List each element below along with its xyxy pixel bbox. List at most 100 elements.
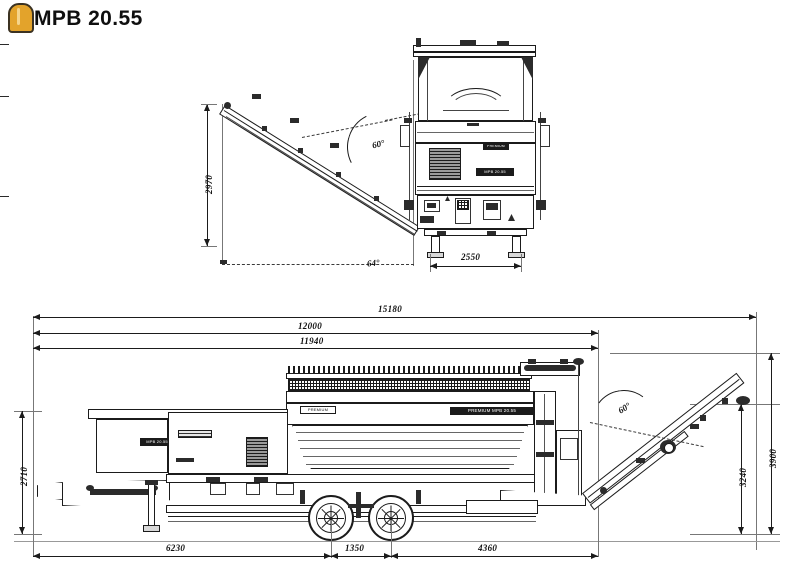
dim-2550-arrow-right bbox=[514, 263, 521, 269]
ext-line bbox=[690, 404, 780, 405]
mid-frame-panel bbox=[168, 412, 288, 474]
ext-line bbox=[33, 541, 34, 557]
body-seam bbox=[306, 464, 514, 465]
screen-deck-teeth bbox=[288, 366, 530, 373]
conveyor-roller bbox=[252, 94, 261, 99]
side-wing-right bbox=[540, 112, 541, 220]
ext-line bbox=[598, 330, 599, 546]
intake-roller bbox=[86, 485, 94, 491]
deck-marker bbox=[508, 214, 515, 221]
intake-conveyor-belt bbox=[90, 489, 156, 495]
ext-line bbox=[598, 541, 599, 557]
wing-foot bbox=[404, 200, 414, 210]
chassis-crossbeam bbox=[424, 229, 527, 236]
beam-bracket bbox=[487, 231, 496, 235]
body-seam bbox=[417, 186, 534, 187]
dim-4360-arrow-right bbox=[591, 553, 598, 559]
dim-3240-arrow-bottom bbox=[738, 527, 744, 534]
conveyor-roller bbox=[290, 118, 299, 123]
dim-12000-line bbox=[33, 333, 598, 334]
drum-bracket bbox=[560, 359, 568, 364]
hopper-edge bbox=[523, 57, 524, 121]
dim-3900-line bbox=[771, 353, 772, 534]
dim-11940-arrow-left bbox=[33, 345, 40, 351]
rotor-dome bbox=[443, 88, 509, 132]
conveyor-bracket bbox=[722, 398, 728, 404]
ext-line bbox=[521, 254, 522, 272]
dim-2710-label: 2710 bbox=[19, 466, 29, 486]
dim-12000-label: 12000 bbox=[298, 321, 322, 331]
hopper-edge bbox=[427, 57, 428, 121]
badge-front-panel: PREMIUM bbox=[300, 406, 336, 414]
rear-drum bbox=[524, 365, 576, 371]
ext-line bbox=[756, 312, 757, 550]
body-seam bbox=[417, 190, 534, 191]
frame-fitting bbox=[176, 458, 194, 462]
landing-leg-gear bbox=[145, 480, 158, 485]
front-hopper-shell bbox=[96, 419, 168, 473]
dim-2550-line bbox=[430, 266, 521, 267]
underbody-box bbox=[210, 483, 226, 495]
wing-foot bbox=[536, 200, 546, 210]
rear-underframe bbox=[466, 500, 538, 514]
ground-line bbox=[14, 541, 780, 542]
ext-line bbox=[610, 353, 780, 354]
dim-2550-arrow-left bbox=[430, 263, 437, 269]
dim-1350-label: 1350 bbox=[345, 543, 365, 553]
support-foot-left bbox=[427, 252, 444, 258]
conveyor-pivot bbox=[224, 102, 231, 109]
conveyor-bracket bbox=[700, 415, 706, 421]
top-frame-rail bbox=[413, 45, 536, 52]
rotor-dome-inner bbox=[449, 93, 503, 129]
dim-4360-label: 4360 bbox=[478, 543, 498, 553]
control-vent bbox=[457, 200, 469, 210]
front-louver bbox=[178, 430, 212, 438]
landing-leg bbox=[148, 483, 155, 527]
dim-6230-arrow-right bbox=[324, 553, 331, 559]
dim-11940-label: 11940 bbox=[300, 336, 324, 346]
ext-line bbox=[413, 60, 414, 266]
conveyor-roller bbox=[690, 424, 699, 429]
access-latch bbox=[427, 203, 436, 208]
angle-64-baseline bbox=[222, 264, 414, 265]
tower-bracket bbox=[536, 420, 554, 425]
conveyor-bracket bbox=[336, 172, 341, 177]
dim-3900-label: 3900 bbox=[768, 448, 778, 468]
deck-fitting bbox=[420, 216, 434, 223]
wing-hinge bbox=[538, 118, 546, 123]
ext-line bbox=[201, 104, 217, 105]
ext-line bbox=[331, 520, 332, 558]
dim-2710-arrow-bottom bbox=[19, 527, 25, 534]
suspension-hanger bbox=[300, 490, 305, 504]
dim-3900-arrow-bottom bbox=[768, 527, 774, 534]
dim-15180-arrow-right bbox=[749, 314, 756, 320]
dim-12000-arrow-left bbox=[33, 330, 40, 336]
top-frame-rail bbox=[413, 52, 536, 57]
frame-lug bbox=[497, 41, 509, 46]
intake-chute-tip bbox=[37, 482, 63, 500]
underbody-box bbox=[246, 483, 260, 495]
body-fastener bbox=[467, 123, 479, 126]
screen-deck-mesh bbox=[288, 379, 530, 391]
left-side-ladder bbox=[400, 125, 410, 147]
wing-hinge bbox=[404, 118, 412, 123]
rotor-axis bbox=[443, 110, 509, 111]
beam-bracket bbox=[437, 231, 446, 235]
body-seam bbox=[303, 456, 517, 457]
dim-2550-label: 2550 bbox=[461, 252, 481, 262]
brand-dome-logo-icon bbox=[6, 2, 34, 33]
dim-11940-line bbox=[33, 348, 598, 349]
side-wing-left bbox=[409, 112, 410, 220]
suspension-hanger bbox=[416, 490, 421, 504]
dim-2710-line bbox=[22, 411, 23, 534]
body-seam bbox=[300, 448, 520, 449]
ext-line bbox=[391, 520, 392, 558]
dim-11940-arrow-right bbox=[591, 345, 598, 351]
ext-line bbox=[201, 246, 217, 247]
dim-3240-label: 3240 bbox=[738, 467, 748, 487]
dim-2970-arrow-top bbox=[204, 104, 210, 111]
conveyor-bracket bbox=[374, 196, 379, 201]
conveyor-drum-hub bbox=[664, 443, 674, 453]
conveyor-roller bbox=[636, 458, 645, 463]
dim-15180-arrow-left bbox=[33, 314, 40, 320]
